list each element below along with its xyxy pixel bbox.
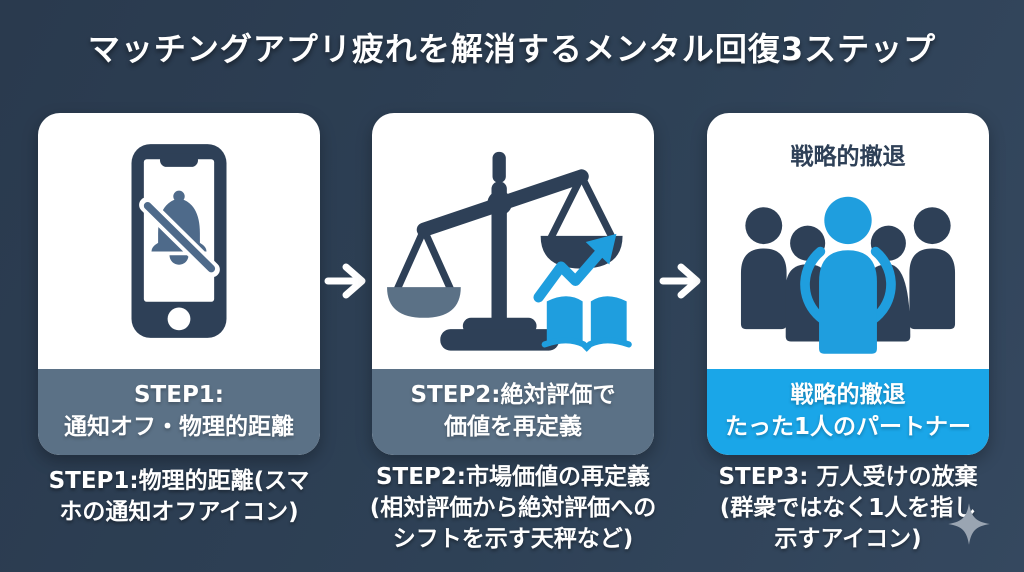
caption-line: STEP1:物理的距離(スマ: [48, 468, 310, 494]
step-card-2: STEP2:絶対評価で 価値を再定義: [372, 113, 654, 455]
phone-notification-off-icon: [103, 138, 255, 344]
step2-banner-line2: 価値を再定義: [444, 414, 582, 440]
step1-banner: STEP1: 通知オフ・物理的距離: [38, 369, 320, 455]
step2-icon-area: [372, 113, 654, 369]
caption-step3: STEP3: 万人受けの放棄 (群衆ではなく1人を指し 示すアイコン): [683, 462, 1013, 554]
step3-banner-line1: 戦略的撤退: [790, 382, 906, 409]
caption-line: STEP3: 万人受けの放棄: [718, 464, 978, 490]
step3-banner-line2: たった1人のパートナー: [724, 414, 971, 440]
step2-banner: STEP2:絶対評価で 価値を再定義: [372, 369, 654, 455]
step1-icon-area: [38, 113, 320, 369]
arrow-right-icon: [323, 258, 369, 304]
caption-line: ホの通知オフアイコン): [59, 498, 299, 525]
step3-heading: 戦略的撤退: [790, 144, 906, 170]
step1-banner-line2: 通知オフ・物理的距離: [64, 414, 294, 440]
step3-icon-area: 戦略的撤退: [707, 113, 989, 369]
sparkle-icon: [946, 501, 992, 547]
step2-banner-line1: STEP2:絶対評価で: [410, 382, 616, 409]
caption-line: STEP2:市場価値の再定義: [375, 464, 651, 490]
caption-line: (群衆ではなく1人を指し: [719, 494, 977, 521]
caption-step1: STEP1:物理的距離(スマ ホの通知オフアイコン): [14, 466, 344, 528]
step1-banner-line1: STEP1:: [133, 382, 225, 409]
step3-banner: 戦略的撤退 たった1人のパートナー: [707, 369, 989, 455]
page-title: マッチングアプリ疲れを解消するメンタル回復3ステップ: [87, 30, 937, 68]
caption-line: シフトを示す天秤など): [392, 525, 634, 552]
balance-scale-growth-icon: [385, 125, 641, 357]
step-card-1: STEP1: 通知オフ・物理的距離: [38, 113, 320, 455]
crowd-spotlight-person-icon: [724, 173, 972, 359]
step-card-3: 戦略的撤退: [707, 113, 989, 455]
caption-line: 示すアイコン): [774, 525, 922, 552]
caption-step2: STEP2:市場価値の再定義 (相対評価から絶対評価への シフトを示す天秤など): [348, 462, 678, 554]
arrow-right-icon: [658, 258, 704, 304]
caption-line: (相対評価から絶対評価への: [369, 494, 657, 521]
